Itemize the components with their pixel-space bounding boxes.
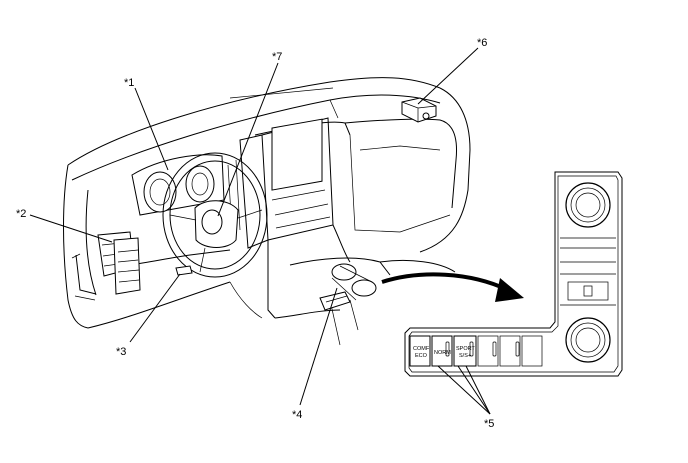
instrument-cluster bbox=[131, 154, 225, 216]
callout-7: *7 bbox=[272, 51, 282, 63]
sport-button-label-2: S/S+ bbox=[459, 353, 471, 359]
norm-button-label: NORM bbox=[434, 350, 451, 356]
lower-switch bbox=[175, 265, 193, 276]
left-switch-module bbox=[71, 231, 141, 301]
callout-2: *2 bbox=[16, 208, 26, 220]
comf-button-label-2: ECO bbox=[415, 353, 428, 359]
console-switch-cluster bbox=[319, 263, 377, 311]
callout-1: *1 bbox=[124, 77, 134, 89]
dashboard-outline bbox=[63, 77, 471, 346]
comf-button-label-1: COMF bbox=[413, 346, 430, 352]
callout-5: *5 bbox=[484, 418, 494, 430]
callout-3: *3 bbox=[116, 346, 126, 358]
ecu-module bbox=[401, 97, 437, 123]
callout-6: *6 bbox=[477, 37, 487, 49]
sport-button-label-1: SPORT bbox=[456, 346, 475, 352]
leader-lines bbox=[29, 47, 491, 415]
callout-4: *4 bbox=[292, 409, 302, 421]
switch-panel-detail: COMF ECO NORM SPORT S/S+ bbox=[404, 171, 623, 377]
pointer-arrow bbox=[381, 272, 524, 302]
steering-wheel bbox=[162, 152, 268, 278]
